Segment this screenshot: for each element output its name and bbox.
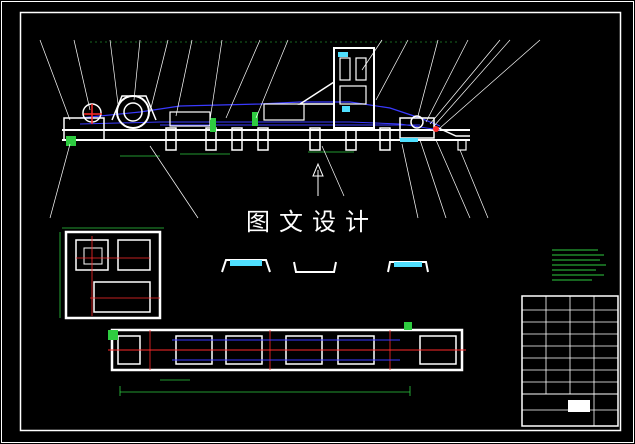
- plan-view: [108, 322, 466, 396]
- watermark-text: 图文设计: [246, 208, 378, 236]
- section-views: [221, 259, 429, 273]
- drawing-frame-inner: [19, 11, 622, 432]
- motion-path: [79, 101, 441, 127]
- notes-block: [552, 249, 606, 281]
- elevation-view: [39, 39, 541, 219]
- side-view: [59, 227, 164, 320]
- title-block: [521, 295, 619, 427]
